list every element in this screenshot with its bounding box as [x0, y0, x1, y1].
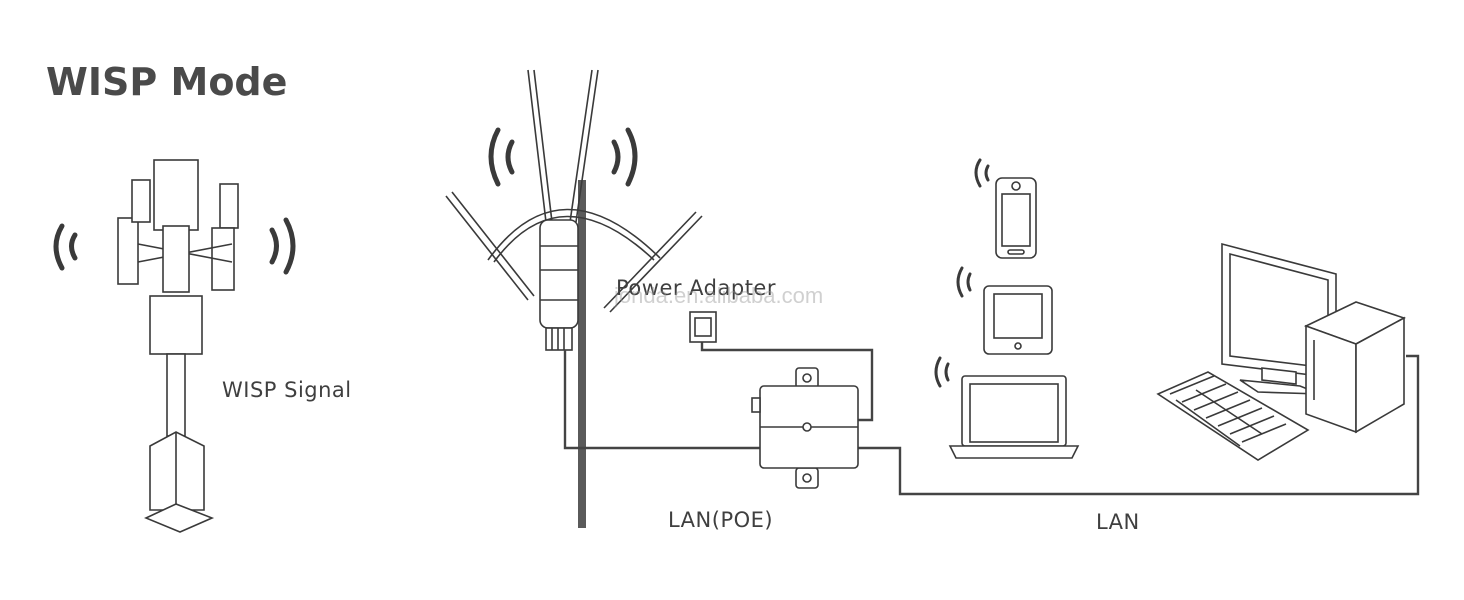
smartphone-icon	[974, 158, 1037, 259]
power-adapter-icon	[689, 311, 717, 343]
lan-poe-cable	[563, 350, 760, 450]
wireless-signal-icon	[488, 127, 515, 187]
watermark-text: jonda.en.alibaba.com	[614, 283, 824, 308]
laptop-icon	[934, 356, 1080, 459]
wisp-signal-label: WISP Signal	[222, 378, 352, 402]
cell-tower-icon	[53, 159, 296, 533]
wireless-signal-icon	[269, 217, 296, 275]
lan-label: LAN	[1096, 510, 1140, 534]
wireless-signal-icon	[611, 127, 638, 187]
diagram-title: WISP Mode	[46, 60, 288, 104]
poe-injector-icon	[751, 367, 859, 489]
mounting-pole	[578, 180, 586, 528]
lan-poe-label: LAN(POE)	[668, 508, 774, 532]
wireless-signal-icon	[53, 223, 78, 271]
desktop-computer-icon	[1156, 242, 1407, 461]
power-adapter-label: Power Adapter	[616, 276, 776, 300]
outdoor-access-point-icon	[445, 69, 703, 351]
tablet-icon	[956, 266, 1053, 355]
power-cable	[700, 340, 874, 422]
wireless-signal-icon	[974, 158, 990, 188]
wireless-signal-icon	[934, 356, 950, 388]
lan-cable	[858, 354, 1420, 496]
wireless-signal-icon	[956, 266, 972, 298]
